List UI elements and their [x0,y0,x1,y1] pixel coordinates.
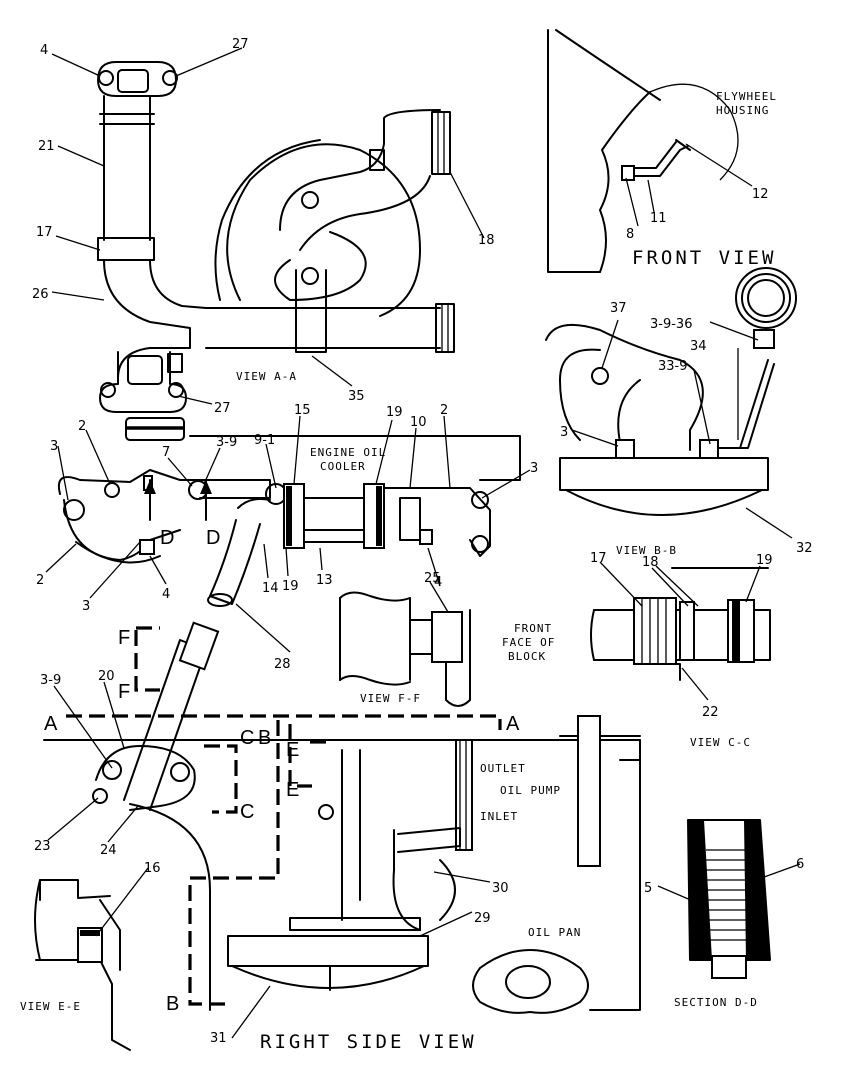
section-letter-f-top: F [118,627,130,649]
callout-25: 25 [424,571,441,586]
callout-3-9: 3-9 [40,673,61,688]
callout-20: 20 [98,669,115,684]
section-letter-a-left: A [44,713,58,735]
note-engine-oil: ENGINE OIL [310,446,386,459]
section-letter-f-bottom: F [118,681,130,703]
callout-7: 7 [162,445,170,460]
note-face-of: FACE OF [502,636,555,649]
note-front: FRONT [514,622,552,635]
callout-26: 26 [32,287,49,302]
front-view-drawing [547,29,739,273]
callout-3: 3 [50,439,58,454]
callout-12: 12 [752,187,769,202]
callout-19: 19 [386,405,403,420]
note-outlet: OUTLET [480,762,526,775]
callout-32: 32 [796,541,813,556]
section-letter-e-bottom: E [286,779,299,801]
note-oil-pump: OIL PUMP [500,784,561,797]
callout-2: 2 [78,419,86,434]
callout-3: 3 [530,461,538,476]
view-a-a-title: VIEW A-A [236,370,297,383]
callout-10: 10 [410,415,427,430]
callout-2: 2 [440,403,448,418]
section-letter-e-top: E [286,739,299,761]
callout-37: 37 [610,301,627,316]
callout-13: 13 [316,573,333,588]
note-flywheel: FLYWHEEL [716,90,777,103]
callout-3-9: 3-9 [216,435,237,450]
callout-27: 27 [214,401,231,416]
note-inlet: INLET [480,810,518,823]
callout-4: 4 [434,575,442,590]
callout-21: 21 [38,139,55,154]
callout-14: 14 [262,581,279,596]
callout-28: 28 [274,657,291,672]
section-letter-c-bottom: C [240,801,254,823]
callout-9-1: 9-1 [254,433,275,448]
right-side-view-title: RIGHT SIDE VIEW [260,1031,477,1053]
right-side-view-drawing [43,621,641,1014]
section-letter-b-top: B [258,727,271,749]
view-e-e-title: VIEW E-E [20,1000,81,1013]
callout-15: 15 [294,403,311,418]
callout-34: 34 [690,339,707,354]
view-c-c-drawing [590,567,771,681]
front-view-title: FRONT VIEW [632,247,776,269]
leader-lines [45,47,801,1039]
view-c-c-title: VIEW C-C [690,736,751,749]
note-cooler: COOLER [320,460,366,473]
callout-22: 22 [702,705,719,720]
section-letter-d-right: D [206,527,220,549]
view-a-a-drawing [97,61,455,441]
callout-19: 19 [756,553,773,568]
callout-29: 29 [474,911,491,926]
callout-35: 35 [348,389,365,404]
section-letter-a-right: A [506,713,520,735]
callout-6: 6 [796,857,804,872]
view-b-b-title: VIEW B-B [616,544,677,557]
callout-19: 19 [282,579,299,594]
callout-4: 4 [162,587,170,602]
callout-3: 3 [560,425,568,440]
note-housing: HOUSING [716,104,769,117]
callout-31: 31 [210,1031,227,1046]
oil-cooler-drawing [58,435,521,607]
callout-16: 16 [144,861,161,876]
callout-11: 11 [650,211,667,226]
callout-33-9: 33-9 [658,359,688,374]
section-letter-b-bottom: B [166,993,179,1015]
callout-18: 18 [478,233,495,248]
section-d-d-title: SECTION D-D [674,996,758,1009]
callout-5: 5 [644,881,652,896]
callout-30: 30 [492,881,509,896]
callout-2: 2 [36,573,44,588]
note-block: BLOCK [508,650,546,663]
callout-18: 18 [642,555,659,570]
note-oil-pan: OIL PAN [528,926,581,939]
callout-4: 4 [40,43,48,58]
callout-24: 24 [100,843,117,858]
callout-3-9-36: 3-9-36 [650,317,692,332]
view-f-f-title: VIEW F-F [360,692,421,705]
view-b-b-drawing [545,267,797,516]
callout-17: 17 [590,551,607,566]
section-letter-c-top: C [240,727,254,749]
view-f-f-drawing [339,591,471,707]
callout-27: 27 [232,37,249,52]
callout-8: 8 [626,227,634,242]
section-d-d-drawing [687,819,771,979]
callout-3: 3 [82,599,90,614]
callout-23: 23 [34,839,51,854]
section-letter-d-left: D [160,527,174,549]
view-e-e-drawing [34,879,131,1051]
diagram-text: VIEW A-A FRONT VIEW VIEW B-B VIEW C-C VI… [20,37,813,1053]
callout-17: 17 [36,225,53,240]
